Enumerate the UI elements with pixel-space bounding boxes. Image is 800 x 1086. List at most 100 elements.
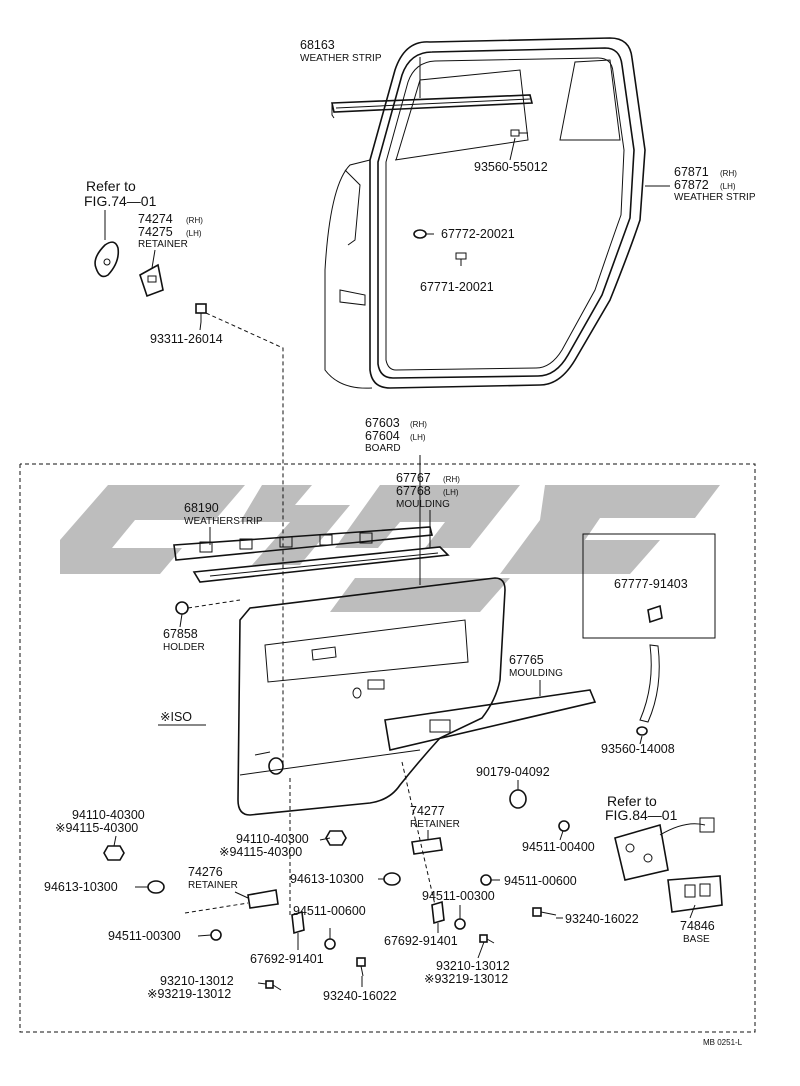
label-67765-cap: MOULDING [509,668,563,679]
part-67603-door-board [237,577,506,816]
label-93560-14008: 93560-14008 [601,742,675,756]
retainer-74276 [247,889,279,909]
washer-94511-600b [324,938,336,950]
label-6760x-cap: BOARD [365,443,401,454]
label-74846: 74846 [680,919,715,933]
nut-90179-04092 [509,789,527,809]
label-94115-b: ※94115-40300 [219,845,302,859]
part-74274-retainer [94,241,164,298]
leader-board-b [401,761,436,906]
washer-94613-b [383,872,401,886]
label-93210-a: 93210-13012 [160,974,234,988]
leader-lines [104,57,696,987]
label-6787x-cap: WEATHER STRIP [674,192,756,203]
labels: 68163 WEATHER STRIP 93560-55012 67871 (R… [44,38,756,1047]
label-74846-cap: BASE [683,934,710,945]
label-68163-cap: WEATHER STRIP [300,53,382,64]
label-94115-a: ※94115-40300 [55,821,138,835]
label-7427x-cap: RETAINER [138,239,188,250]
washer-94511-300a [210,929,222,941]
label-90179: 90179-04092 [476,765,550,779]
label-ref84-line2: FIG.84—01 [605,807,678,823]
label-67771: 67771-20021 [420,280,494,294]
label-67604-lh: (LH) [410,433,426,442]
washer-94511-600a [480,874,492,886]
label-93219-a: ※93219-13012 [147,987,231,1001]
label-94613-a: 94613-10300 [44,880,118,894]
inset-67777 [582,533,716,723]
screw-93210-b [479,934,495,944]
screw-93560-55012 [510,129,528,137]
pin-67692-a [291,910,305,935]
label-74274-rh: (RH) [186,216,203,225]
label-67858: 67858 [163,627,198,641]
label-67871-rh: (RH) [720,169,737,178]
label-93560-55012: 93560-55012 [474,160,548,174]
label-67858-cap: HOLDER [163,642,205,653]
label-94511-300b: 94511-00300 [108,929,181,943]
label-67768-lh: (LH) [443,488,459,497]
label-94511-600b: 94511-00600 [293,904,366,918]
label-93311: 93311-26014 [150,332,223,346]
part-74846-base [667,875,723,913]
label-ref74-line2: FIG.74—01 [84,193,157,209]
footer-code: MB 0251-L [703,1038,743,1047]
label-67777: 67777-91403 [614,577,688,591]
label-93210-b: 93210-13012 [436,959,510,973]
screw-93210-a [265,980,282,991]
leader-93311 [205,312,284,765]
part-67767-moulding [192,546,450,583]
label-67872: 67872 [674,178,709,192]
clip-67771-20021 [455,252,467,266]
label-67765: 67765 [509,653,544,667]
bolt-93311-26014 [195,303,207,322]
label-67872-lh: (LH) [720,182,736,191]
part-68163-weather-strip [331,94,534,119]
label-67772: 67772-20021 [441,227,515,241]
label-94613-b: 94613-10300 [290,872,364,886]
label-68190-cap: WEATHERSTRIP [184,516,263,527]
label-93240-b: 93240-16022 [323,989,397,1003]
label-93219-b: ※93219-13012 [424,972,508,986]
label-74275: 74275 [138,225,173,239]
washer-94511-400 [558,820,570,832]
label-67603: 67603 [365,416,400,430]
label-93240-a: 93240-16022 [565,912,639,926]
label-67692-a: 67692-91401 [250,952,324,966]
label-67767-rh: (RH) [443,475,460,484]
label-94511-300a: 94511-00300 [422,889,495,903]
retainer-74277 [411,837,443,855]
washer-94511-300b [454,918,466,930]
clip-67772-20021 [413,229,434,239]
part-67858-holder [175,599,241,615]
label-iso: ※ISO [160,710,192,724]
nut-94110-a [103,845,125,861]
part-67765-moulding [384,689,597,751]
label-74276: 74276 [188,865,223,879]
label-94511-600a: 94511-00600 [504,874,577,888]
label-68163: 68163 [300,38,335,52]
label-94110-a: 94110-40300 [72,808,145,822]
label-68190: 68190 [184,501,219,515]
label-6776x-cap: MOULDING [396,499,450,510]
label-74275-lh: (LH) [186,229,202,238]
bolt-93240-a [532,907,557,917]
label-74274: 74274 [138,212,173,226]
part-68190-weatherstrip [173,526,434,561]
nut-94110-b [325,830,347,846]
label-67768: 67768 [396,484,431,498]
label-67692-b: 67692-91401 [384,934,458,948]
label-67604: 67604 [365,429,400,443]
screw-93560-14008 [636,726,648,736]
bolt-93240-b [356,957,366,977]
pin-67692-b [431,900,445,925]
board-boundary [19,463,756,1033]
door-frame-weatherstrip [324,37,646,389]
label-74276-cap: RETAINER [188,880,238,891]
label-67603-rh: (RH) [410,420,427,429]
label-94110-b: 94110-40300 [236,832,309,846]
handle-assembly-ref-84 [614,817,715,881]
label-67871: 67871 [674,165,709,179]
label-ref74-line1: Refer to [86,178,136,194]
